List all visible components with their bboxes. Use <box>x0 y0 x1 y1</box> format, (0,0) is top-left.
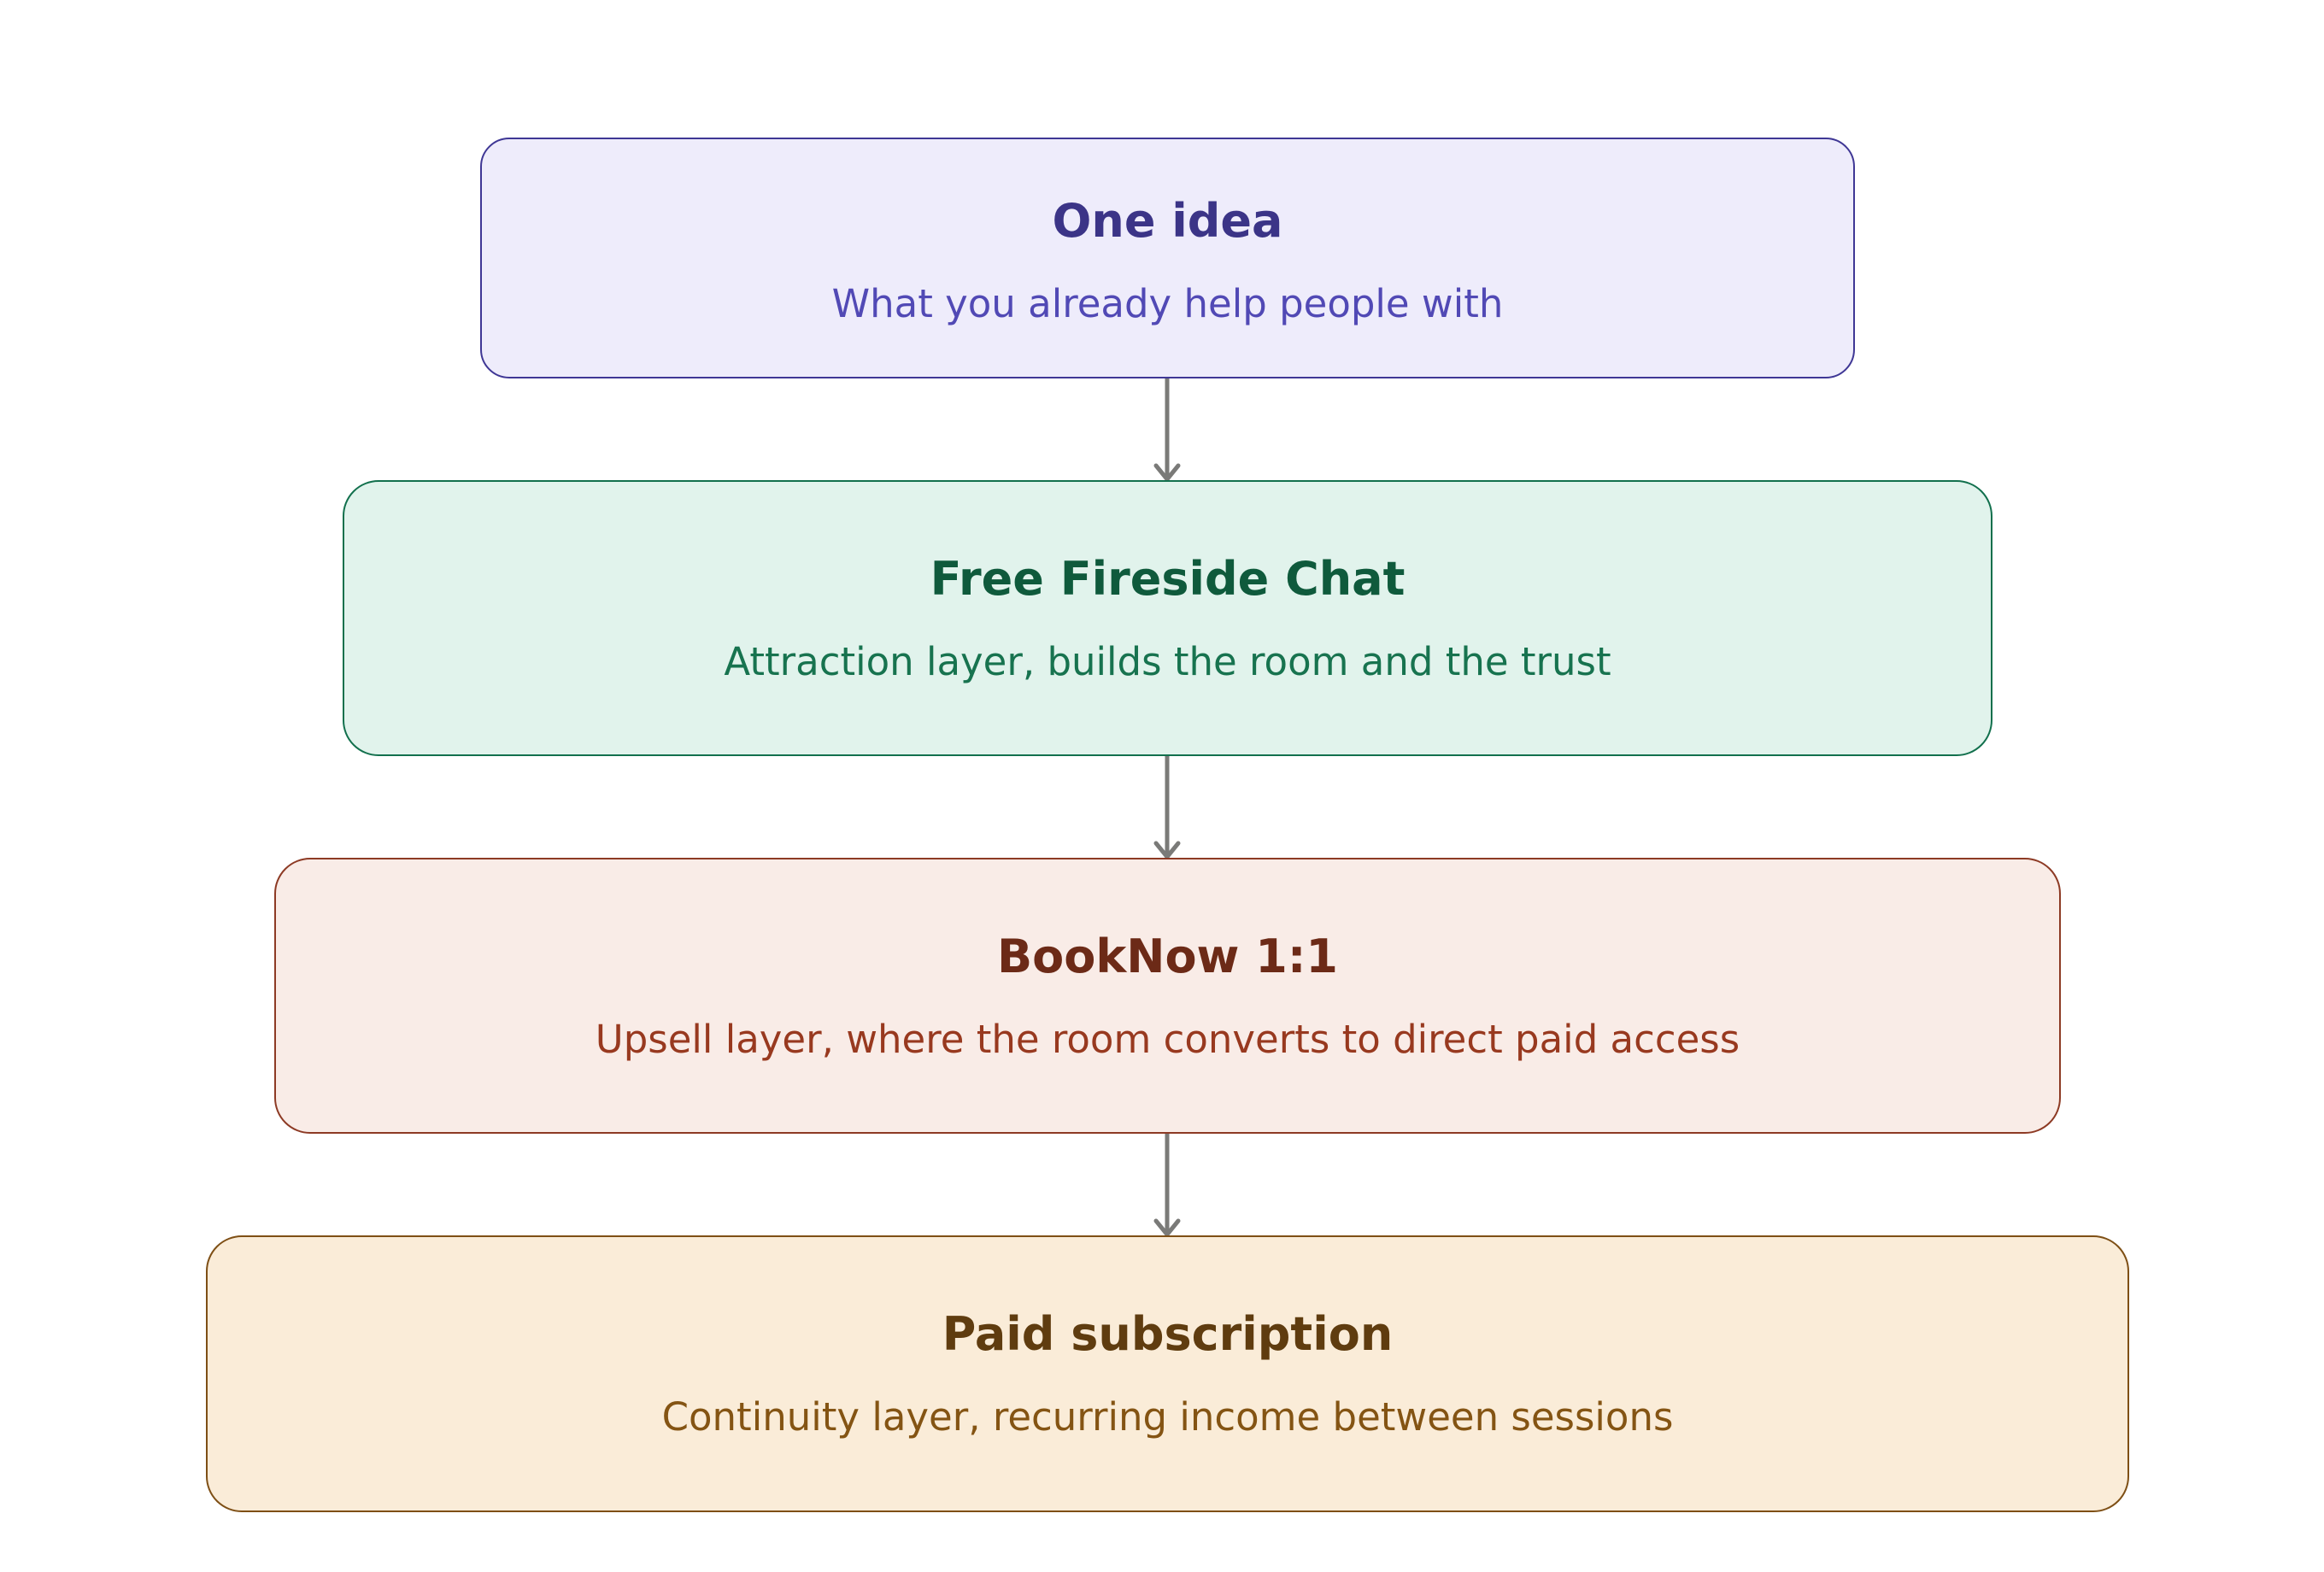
arrow-down-icon <box>1153 756 1181 859</box>
node-paid-subscription: Paid subscription Continuity layer, recu… <box>206 1235 2129 1512</box>
node-title: One idea <box>1052 194 1283 249</box>
node-title: Free Fireside Chat <box>930 551 1406 606</box>
node-booknow-1-1: BookNow 1:1 Upsell layer, where the room… <box>274 858 2061 1134</box>
node-subtitle: Attraction layer, builds the room and th… <box>724 638 1611 684</box>
node-subtitle: Upsell layer, where the room converts to… <box>595 1016 1740 1062</box>
node-title: Paid subscription <box>942 1307 1394 1362</box>
node-subtitle: Continuity layer, recurring income betwe… <box>661 1394 1674 1440</box>
node-one-idea: One idea What you already help people wi… <box>480 138 1855 378</box>
node-title: BookNow 1:1 <box>997 929 1338 983</box>
node-subtitle: What you already help people with <box>831 281 1504 327</box>
arrow-down-icon <box>1153 378 1181 482</box>
arrow-down-icon <box>1153 1134 1181 1237</box>
node-free-fireside-chat: Free Fireside Chat Attraction layer, bui… <box>343 480 1992 756</box>
